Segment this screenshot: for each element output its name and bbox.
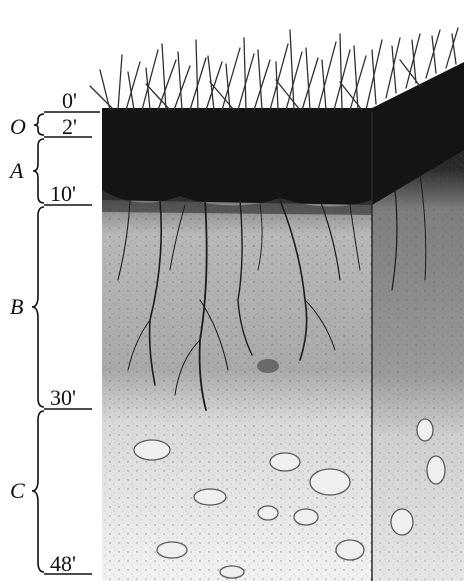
depth-label-2: 2' (62, 116, 77, 138)
depth-label-0: 0' (62, 90, 77, 112)
brace-c (32, 411, 44, 572)
subsoil-pebble (257, 359, 279, 373)
horizon-letter-b: B (10, 296, 23, 318)
brace-a (33, 139, 44, 203)
brace-o (34, 114, 44, 135)
depth-label-30: 30' (50, 387, 76, 409)
horizon-letter-a: A (10, 160, 23, 182)
depth-label-10: 10' (50, 183, 76, 205)
horizon-letter-o: O (10, 116, 26, 138)
brace-b (32, 207, 44, 407)
horizon-letter-c: C (10, 480, 25, 502)
depth-label-48: 48' (50, 553, 76, 575)
